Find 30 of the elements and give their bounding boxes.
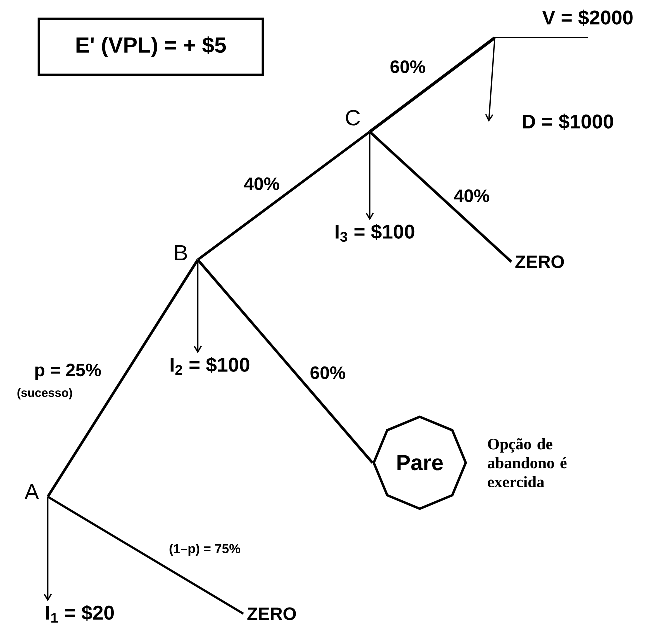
outcome-label: D = $1000 [523,114,614,130]
outcome-label: ZERO [248,608,296,620]
edge-label: (1–p) = 75% [168,542,242,558]
branch-line [46,259,200,498]
result-box: E' (VPL) = + $5 [38,18,264,76]
outcome-label: I$_{1}$ = $20 [46,605,114,623]
stop-octagon: Pare [372,416,468,510]
outcome-label: I$_{2}$ = $100 [170,357,250,375]
edge-label: 60% [389,60,427,74]
branch-line [197,259,374,464]
node-letter: A [24,484,40,500]
arrow [485,38,496,122]
branch-line [369,131,512,263]
outcome-label: ZERO [516,256,564,268]
edge-label: 40% [453,188,491,204]
edge-label: 40% [243,176,281,192]
edge-label: 60% [309,366,347,380]
arrow [194,260,202,354]
outcome-label: I$_{3}$ = $100 [336,224,415,242]
outcome-label: V = $2000 [542,10,633,26]
note-text: Opção de abandono é exercida [488,438,567,488]
note-text: (sucesso) [16,387,74,401]
branch-line [197,130,371,262]
arrow [366,132,374,220]
arrow [44,497,52,602]
node-letter: B [176,245,188,261]
edge-label: p = 25% [33,362,103,382]
branch-line [369,36,496,134]
branch-line [47,496,244,615]
node-letter: C [346,110,360,126]
